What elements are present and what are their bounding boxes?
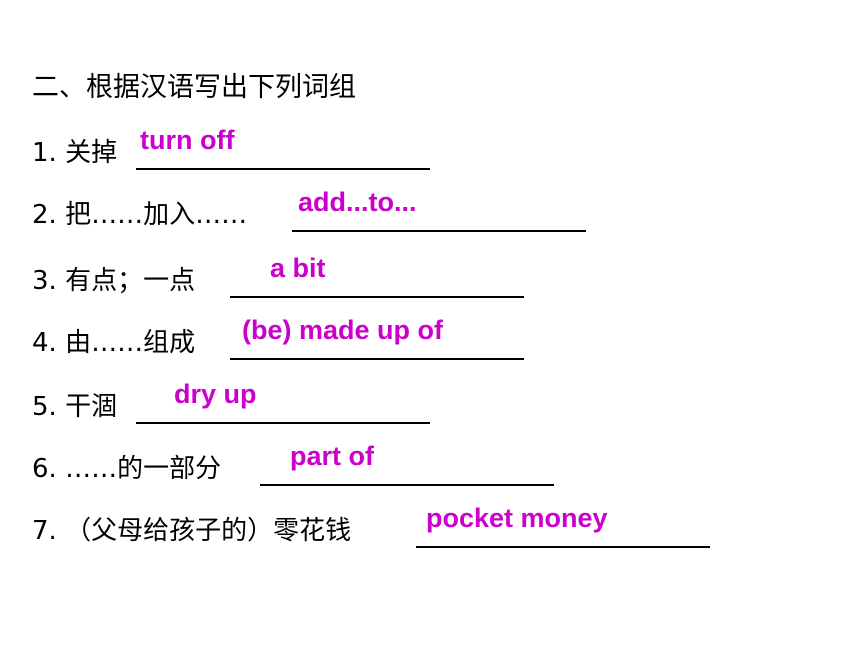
item-2-answer: add...to... (298, 187, 417, 217)
item-6-answer: part of (290, 441, 374, 471)
item-4-prompt: 4. 由……组成 (32, 328, 196, 358)
item-6-answer-line (260, 484, 554, 486)
item-1-answer-line (136, 168, 430, 170)
section-heading: 二、根据汉语写出下列词组 (32, 72, 356, 103)
item-6-prompt: 6. ……的一部分 (32, 454, 222, 484)
item-1-answer: turn off (140, 125, 235, 155)
item-3-prompt: 3. 有点；一点 (32, 266, 196, 296)
item-3-answer: a bit (270, 253, 326, 283)
item-2-prompt: 2. 把……加入…… (32, 200, 248, 230)
item-7-prompt: 7. （父母给孩子的）零花钱 (32, 516, 352, 546)
item-4-answer: (be) made up of (242, 315, 443, 345)
item-7-answer: pocket money (426, 503, 608, 533)
item-5-answer-line (136, 422, 430, 424)
item-3-answer-line (230, 296, 524, 298)
item-2-answer-line (292, 230, 586, 232)
item-1-prompt: 1. 关掉 (32, 138, 118, 168)
item-4-answer-line (230, 358, 524, 360)
item-5-prompt: 5. 干涸 (32, 392, 118, 422)
item-5-answer: dry up (174, 379, 257, 409)
item-7-answer-line (416, 546, 710, 548)
